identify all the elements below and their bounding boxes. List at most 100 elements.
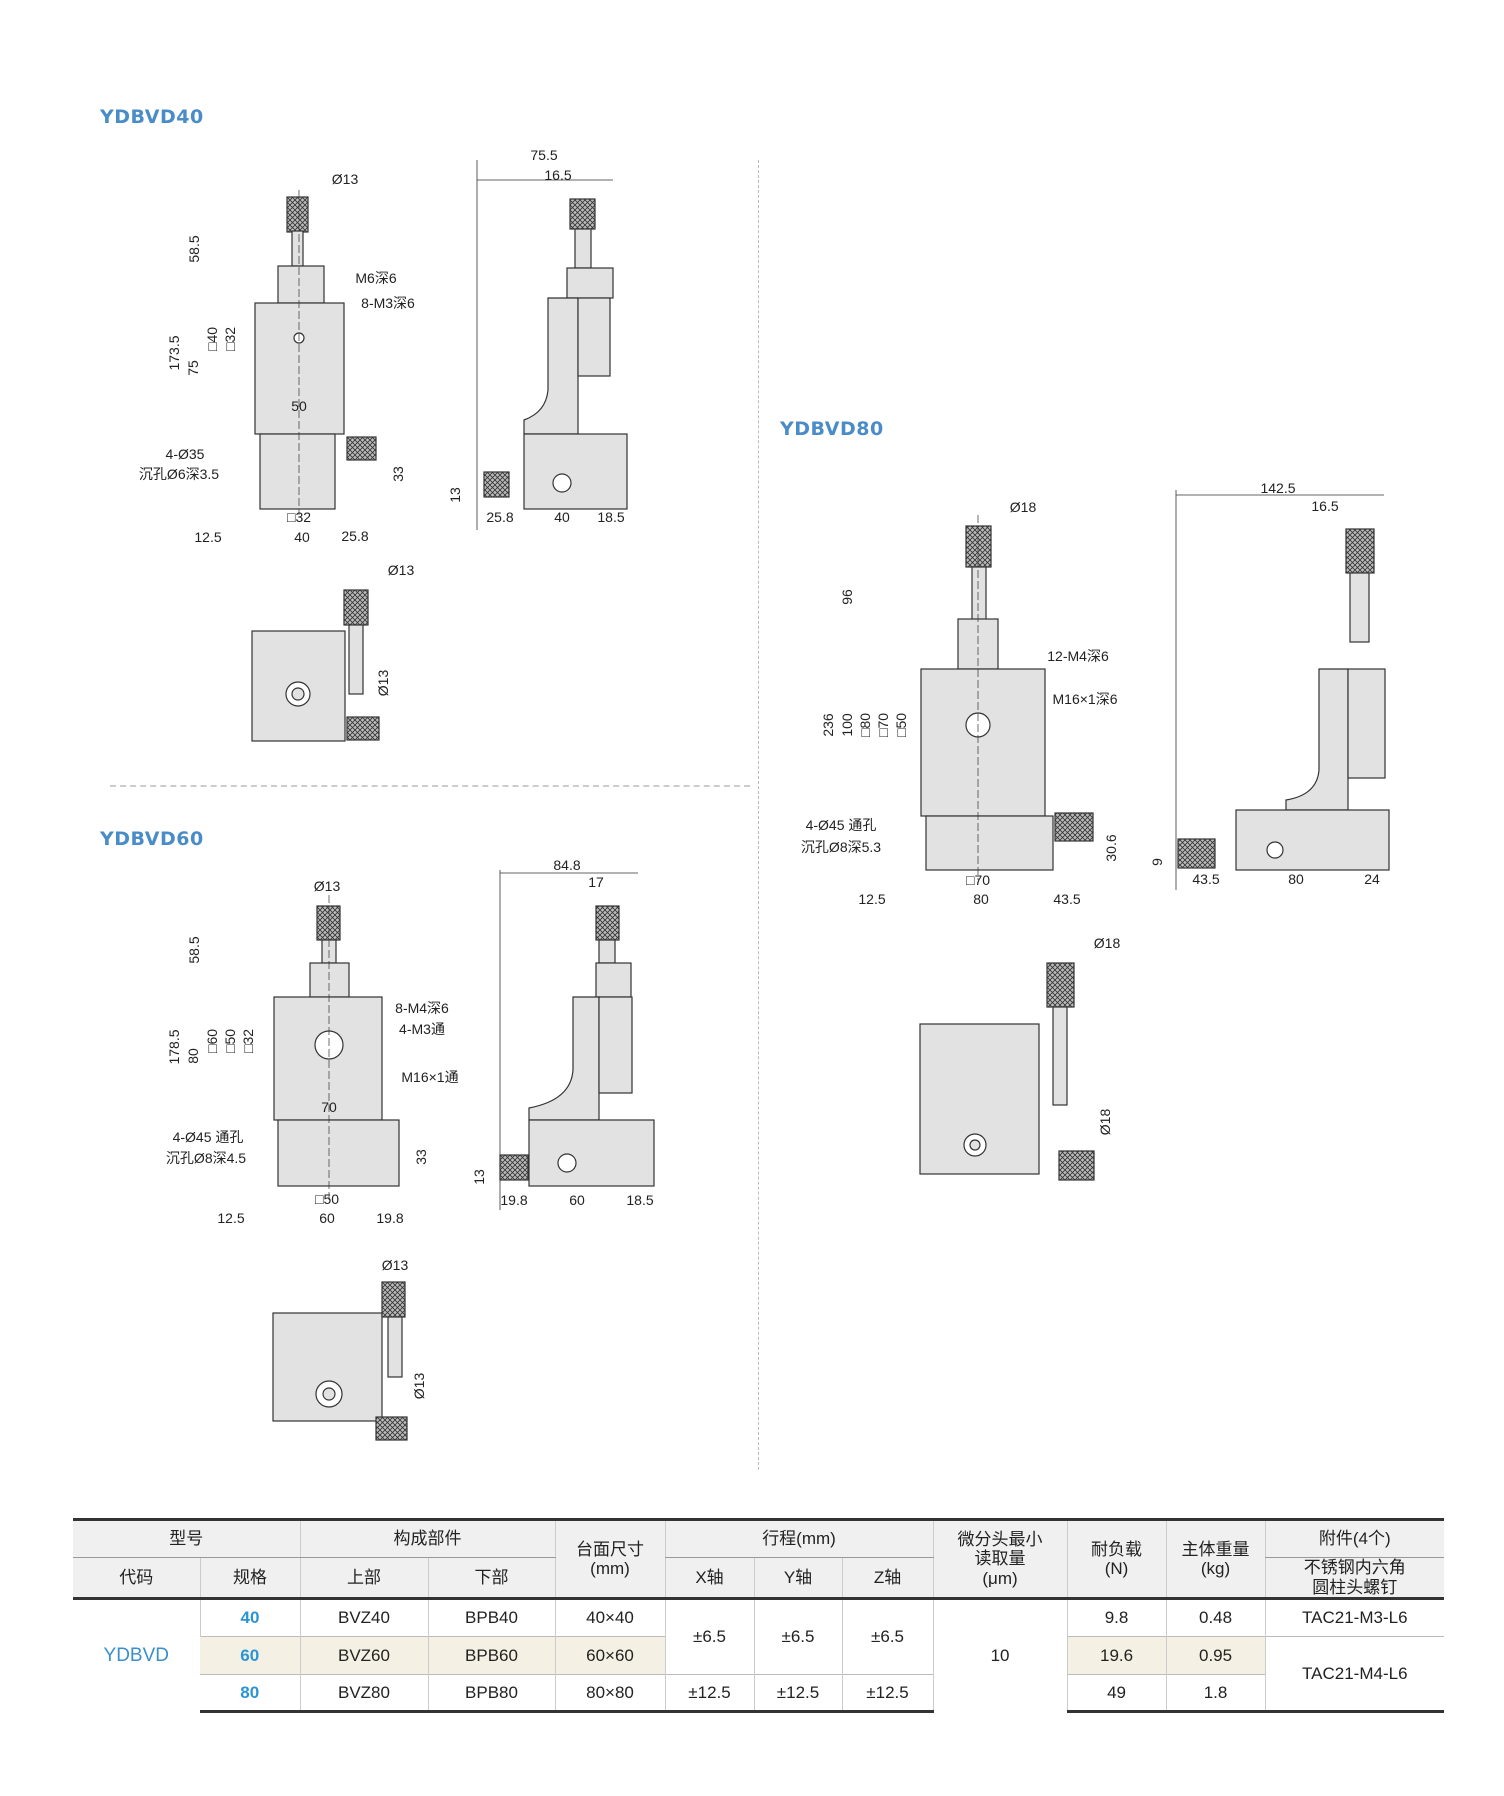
d60-front-view (273, 895, 400, 1200)
cell-spec: 60 (200, 1636, 300, 1675)
d60-top-view (272, 1281, 408, 1441)
cell-size: 60×60 (554, 1636, 665, 1675)
header-x-axis: X轴 (664, 1557, 754, 1599)
dim-label: 12.5 (217, 1210, 245, 1226)
table-header-row: 型号 构成部件 台面尺寸(mm) 行程(mm) 微分头最小读取量(μm) 耐负载… (73, 1517, 1445, 1599)
dim-label: 40 (554, 509, 570, 525)
dim-label: 18.5 (597, 509, 625, 525)
dim-label: □70 (875, 712, 891, 738)
d60-side-view (499, 870, 655, 1210)
technical-drawings (251, 160, 1390, 1441)
header-load: 耐负载(N) (1066, 1517, 1167, 1599)
dim-label: 84.8 (553, 857, 581, 873)
dim-label: □32 (222, 326, 238, 352)
dim-label: Ø13 (313, 878, 341, 894)
dim-label: 19.8 (376, 1210, 404, 1226)
d80-front-view (920, 515, 1094, 880)
cell-spec: 80 (200, 1674, 300, 1714)
header-table-size-unit: (mm) (590, 1559, 630, 1579)
callout-label: 沉孔Ø8深5.3 (800, 839, 882, 855)
dim-label: Ø18 (1097, 1108, 1113, 1136)
cell-accessory: TAC21-M4-L6 (1264, 1636, 1445, 1714)
cell-travel-y: ±12.5 (753, 1674, 842, 1714)
header-model: 型号 (73, 1518, 300, 1558)
dim-label: 75.5 (530, 147, 558, 163)
dim-label: 33 (413, 1149, 429, 1165)
cell-spec: 40 (199, 1597, 300, 1637)
header-upper: 上部 (299, 1557, 428, 1599)
dim-label: 236 (820, 713, 836, 737)
cell-load: 9.8 (1066, 1597, 1167, 1637)
callout-label: 12-M4深6 (1047, 648, 1109, 664)
header-lower: 下部 (427, 1557, 555, 1599)
callout-label: 4-Ø45 通孔 (805, 817, 877, 833)
dim-label: 50 (291, 398, 307, 414)
header-y-axis: Y轴 (753, 1557, 842, 1599)
dim-label: 25.8 (341, 528, 369, 544)
cell-micrometer: 10 (932, 1597, 1068, 1712)
cell-upper: BVZ40 (299, 1597, 428, 1637)
dim-label: Ø18 (1009, 499, 1037, 515)
callout-label: 沉孔Ø8深4.5 (165, 1150, 247, 1166)
dim-label: 100 (839, 713, 855, 737)
callout-label: 沉孔Ø6深3.5 (138, 466, 220, 482)
table-row: 60 BVZ60 BPB60 60×60 19.6 0.95 TAC21-M4-… (73, 1636, 1445, 1714)
dim-label: 16.5 (544, 167, 572, 183)
header-table-size: 台面尺寸(mm) (554, 1517, 665, 1599)
callout-label: M16×1通 (401, 1069, 459, 1085)
header-micrometer-l1: 微分头最小 (957, 1529, 1043, 1549)
dim-label: 24 (1364, 871, 1380, 887)
dim-label: 33 (390, 466, 406, 482)
dim-label: 43.5 (1053, 891, 1081, 907)
dim-label: □50 (893, 712, 909, 738)
cell-travel-y: ±6.5 (753, 1597, 842, 1675)
d80-top-view (919, 962, 1095, 1181)
header-code: 代码 (73, 1557, 200, 1599)
dim-label: 18.5 (626, 1192, 654, 1208)
dim-label: □50 (314, 1191, 340, 1207)
divider-horizontal (110, 785, 750, 787)
cell-size: 80×80 (554, 1674, 665, 1714)
dim-label: 12.5 (194, 529, 222, 545)
dim-label: 142.5 (1260, 480, 1296, 496)
section-title-ydbvd60: YDBVD60 (100, 828, 204, 850)
header-weight-label: 主体重量 (1181, 1539, 1250, 1559)
header-z-axis: Z轴 (841, 1557, 934, 1599)
header-accessory-desc-l1: 不锈钢内六角 (1303, 1558, 1406, 1577)
dim-label: 25.8 (486, 509, 514, 525)
header-spec: 规格 (199, 1557, 300, 1599)
d40-side-view (476, 160, 628, 530)
dim-label: 173.5 (166, 335, 182, 371)
cell-travel-z: ±6.5 (841, 1597, 934, 1675)
callout-label: M6深6 (355, 270, 397, 286)
dim-label: 40 (294, 529, 310, 545)
header-micrometer-unit: (μm) (982, 1568, 1018, 1588)
dim-label: Ø13 (387, 562, 415, 578)
dim-label: □40 (204, 326, 220, 352)
header-load-label: 耐负载 (1091, 1539, 1143, 1559)
header-weight: 主体重量(kg) (1165, 1517, 1266, 1599)
dim-label: 96 (839, 589, 855, 605)
dim-label: □60 (204, 1028, 220, 1054)
dim-label: □70 (965, 872, 991, 888)
dim-label: 43.5 (1192, 871, 1220, 887)
table-row: 80 BVZ80 BPB80 80×80 ±12.5 ±12.5 ±12.5 4… (73, 1674, 1444, 1714)
header-parts: 构成部件 (299, 1518, 555, 1558)
cell-lower: BPB40 (427, 1597, 555, 1637)
cell-weight: 1.8 (1165, 1674, 1266, 1714)
header-accessory-desc-l2: 圆柱头螺钉 (1312, 1577, 1398, 1597)
dim-label: 70 (321, 1099, 337, 1115)
dim-label: Ø13 (375, 669, 391, 697)
dim-label: 9 (1149, 858, 1165, 866)
header-accessory-desc: 不锈钢内六角圆柱头螺钉 (1264, 1557, 1445, 1599)
table-subheader-row: 代码 规格 上部 下部 X轴 Y轴 Z轴 不锈钢内六角圆柱头螺钉 (73, 1557, 1445, 1599)
cell-upper: BVZ60 (299, 1636, 428, 1675)
header-weight-unit: (kg) (1200, 1559, 1231, 1579)
dim-label: 60 (319, 1210, 335, 1226)
dim-label: 12.5 (858, 891, 886, 907)
d40-front-view (254, 190, 377, 515)
dim-label: 60 (569, 1192, 585, 1208)
dim-label: 13 (447, 487, 463, 503)
cell-travel-x: ±6.5 (664, 1597, 754, 1675)
dim-label: 30.6 (1103, 834, 1119, 862)
